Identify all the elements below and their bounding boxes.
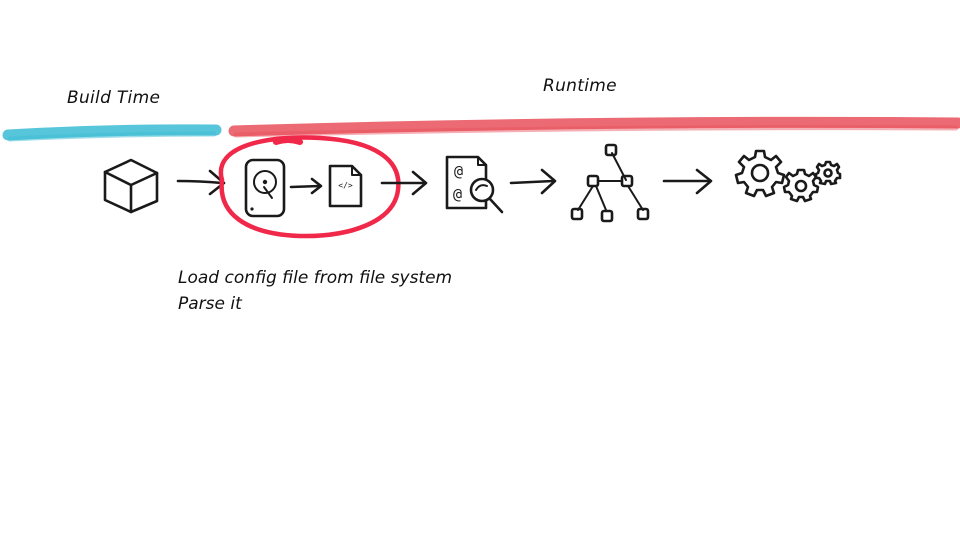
tree-graph-icon: [570, 143, 650, 223]
hard-drive-icon: [244, 158, 286, 218]
note-load-config: Load config file from file system: [178, 268, 453, 288]
document-search-icon: @ @: [445, 155, 504, 214]
at-glyph-top: @: [454, 162, 463, 180]
gears-icon: [734, 149, 842, 203]
code-file-glyph: </>: [338, 181, 353, 190]
runtime-bar: [228, 116, 960, 138]
at-glyph-bottom: @: [453, 185, 462, 203]
runtime-label: Runtime: [543, 76, 617, 96]
arrow-icon: [662, 168, 713, 195]
build-time-label: Build Time: [67, 88, 161, 108]
code-file-icon: </>: [328, 164, 363, 208]
build-time-bar: [2, 124, 222, 142]
arrow-icon: [289, 177, 323, 195]
package-icon: [103, 158, 159, 214]
arrow-icon: [176, 169, 226, 196]
highlight-circle: [218, 135, 401, 239]
arrow-icon: [380, 170, 428, 196]
note-parse: Parse it: [178, 294, 242, 314]
arrow-icon: [509, 168, 557, 195]
